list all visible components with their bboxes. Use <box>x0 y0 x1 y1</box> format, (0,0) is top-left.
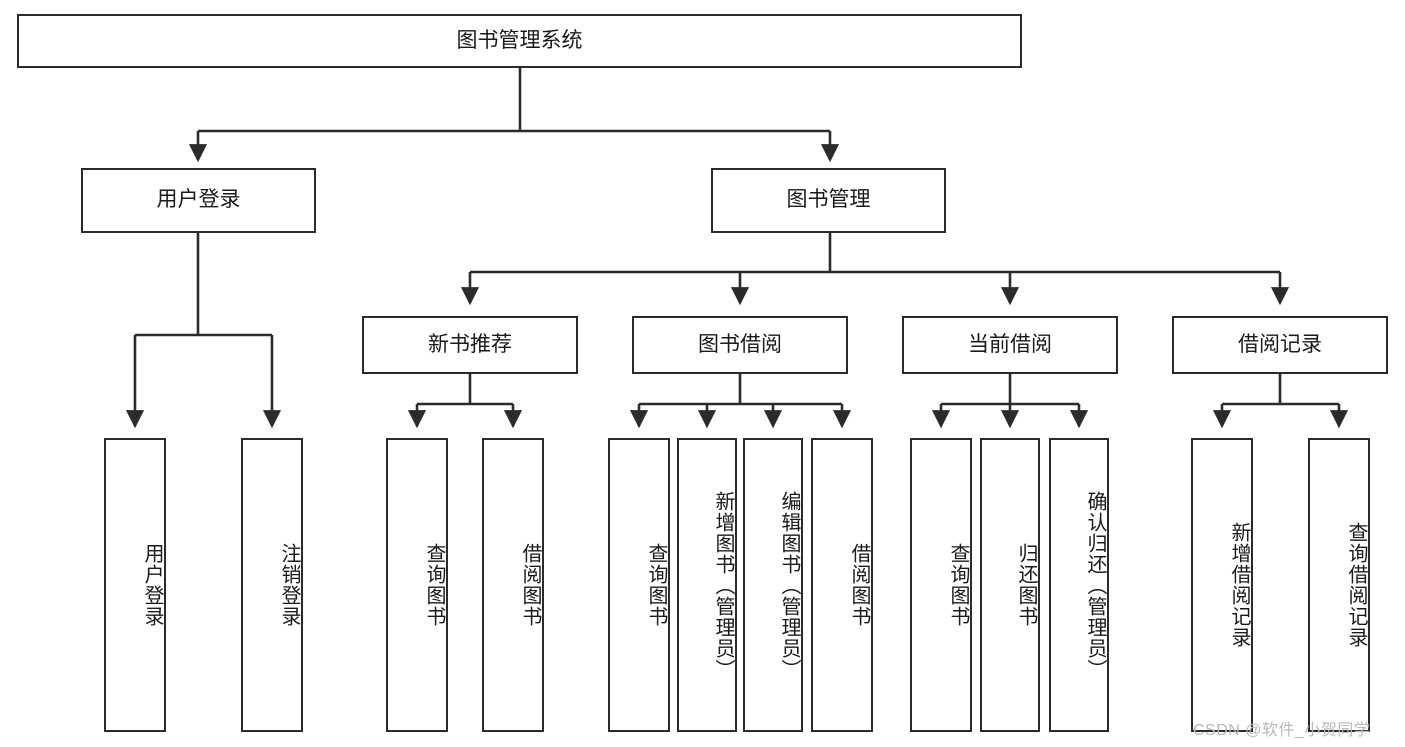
node-book-management[interactable]: 图书管理 <box>711 168 946 233</box>
node-label: 借阅图书 <box>848 543 870 627</box>
watermark-text: CSDN @软件_小贺同学 <box>1193 722 1371 739</box>
node-label: 借阅记录 <box>1238 332 1322 356</box>
node-label: 查询借阅记录 <box>1345 522 1367 648</box>
node-label: 图书管理系统 <box>456 28 583 52</box>
leaf-book-borrow-4[interactable]: 借阅图书 <box>811 438 873 732</box>
leaf-book-borrow-1[interactable]: 查询图书 <box>608 438 670 732</box>
node-label: 归还图书 <box>1015 543 1037 627</box>
leaf-new-book-1[interactable]: 查询图书 <box>386 438 448 732</box>
node-label: 当前借阅 <box>968 332 1052 356</box>
leaf-book-borrow-3[interactable]: 编辑图书（管理员） <box>743 438 803 732</box>
node-label: 确认归还（管理员） <box>1084 490 1106 680</box>
leaf-user-login-1[interactable]: 用户登录 <box>104 438 166 732</box>
node-label: 图书借阅 <box>698 332 782 356</box>
leaf-current-borrow-2[interactable]: 归还图书 <box>980 438 1040 732</box>
node-root-system[interactable]: 图书管理系统 <box>17 14 1022 68</box>
node-new-book-recommend[interactable]: 新书推荐 <box>362 316 578 374</box>
leaf-current-borrow-1[interactable]: 查询图书 <box>910 438 972 732</box>
node-book-borrow[interactable]: 图书借阅 <box>632 316 848 374</box>
node-label: 借阅图书 <box>519 543 541 627</box>
node-label: 编辑图书（管理员） <box>778 490 800 680</box>
leaf-borrow-record-1[interactable]: 新增借阅记录 <box>1191 438 1253 732</box>
node-label: 查询图书 <box>423 543 445 627</box>
node-label: 新增图书（管理员） <box>712 490 734 680</box>
node-label: 新书推荐 <box>428 332 512 356</box>
leaf-current-borrow-3[interactable]: 确认归还（管理员） <box>1049 438 1109 732</box>
leaf-borrow-record-2[interactable]: 查询借阅记录 <box>1308 438 1370 732</box>
leaf-user-login-2[interactable]: 注销登录 <box>241 438 303 732</box>
node-label: 新增借阅记录 <box>1228 522 1250 648</box>
node-current-borrow[interactable]: 当前借阅 <box>902 316 1118 374</box>
node-label: 图书管理 <box>786 188 871 212</box>
node-label: 查询图书 <box>947 543 969 627</box>
node-label: 注销登录 <box>278 543 300 627</box>
node-borrow-record[interactable]: 借阅记录 <box>1172 316 1388 374</box>
node-label: 用户登录 <box>141 543 163 627</box>
node-user-login[interactable]: 用户登录 <box>81 168 316 233</box>
node-label: 用户登录 <box>156 188 241 212</box>
leaf-new-book-2[interactable]: 借阅图书 <box>482 438 544 732</box>
leaf-book-borrow-2[interactable]: 新增图书（管理员） <box>677 438 737 732</box>
node-label: 查询图书 <box>645 543 667 627</box>
